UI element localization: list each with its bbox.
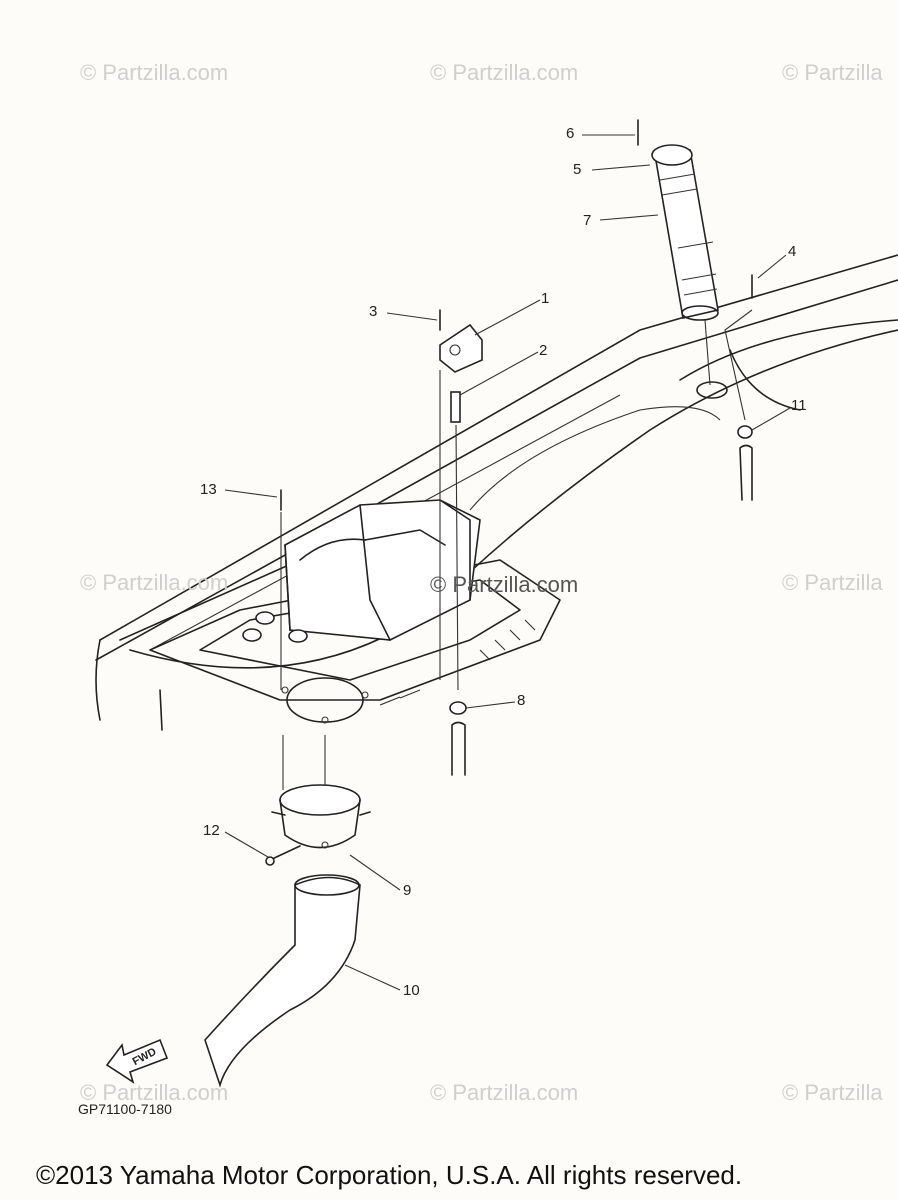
diagram-code: GP71100-7180 [78,1101,172,1117]
watermark: © Partzilla.com [80,1080,229,1105]
callout-6: 6 [566,125,575,142]
callout-11: 11 [791,397,807,414]
watermark: © Partzilla [782,570,883,595]
callout-2: 2 [539,342,548,359]
watermark: © Partzilla.com [80,570,229,595]
watermark: © Partzilla.com [80,60,229,85]
callout-8: 8 [517,692,526,709]
callout-1: 1 [541,290,550,307]
callout-12: 12 [203,822,220,839]
watermark: © Partzilla.com [430,572,579,597]
callout-4: 4 [788,243,797,260]
callout-10: 10 [403,982,420,999]
watermark: © Partzilla [782,1080,883,1105]
callout-5: 5 [573,161,582,178]
callout-13: 13 [200,481,217,498]
callout-3: 3 [369,303,378,320]
watermark: © Partzilla [782,60,883,85]
copyright-notice: ©2013 Yamaha Motor Corporation, U.S.A. A… [36,1160,743,1190]
watermark: © Partzilla.com [430,60,579,85]
callout-9: 9 [403,882,412,899]
watermark: © Partzilla.com [430,1080,579,1105]
callout-7: 7 [583,212,592,229]
